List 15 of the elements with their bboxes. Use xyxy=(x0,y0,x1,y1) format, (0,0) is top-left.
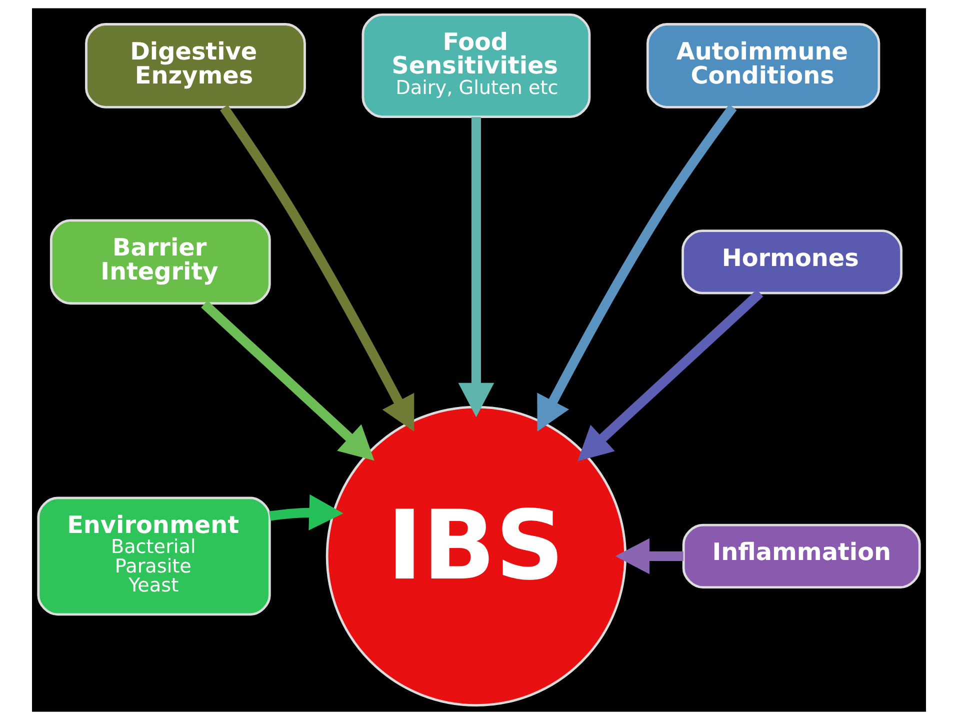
arrow xyxy=(536,104,736,432)
node-box: Inflammation xyxy=(682,524,920,588)
node-box: Digestive Enzymes xyxy=(84,23,306,108)
arrow xyxy=(268,494,343,530)
arrow xyxy=(200,300,374,461)
node-box: Food Sensitivities Dairy, Gluten etc xyxy=(361,13,590,118)
arrow xyxy=(219,104,414,432)
arrow xyxy=(614,538,683,574)
node-circle: IBS xyxy=(325,406,626,707)
arrow xyxy=(577,289,763,462)
node-box: Barrier Integrity xyxy=(49,219,270,305)
arrow xyxy=(458,117,494,418)
node-box: Environment Bacterial Parasite Yeast xyxy=(36,496,270,616)
node-box: Hormones xyxy=(681,230,902,294)
node-box: Autoimmune Conditions xyxy=(646,23,880,108)
